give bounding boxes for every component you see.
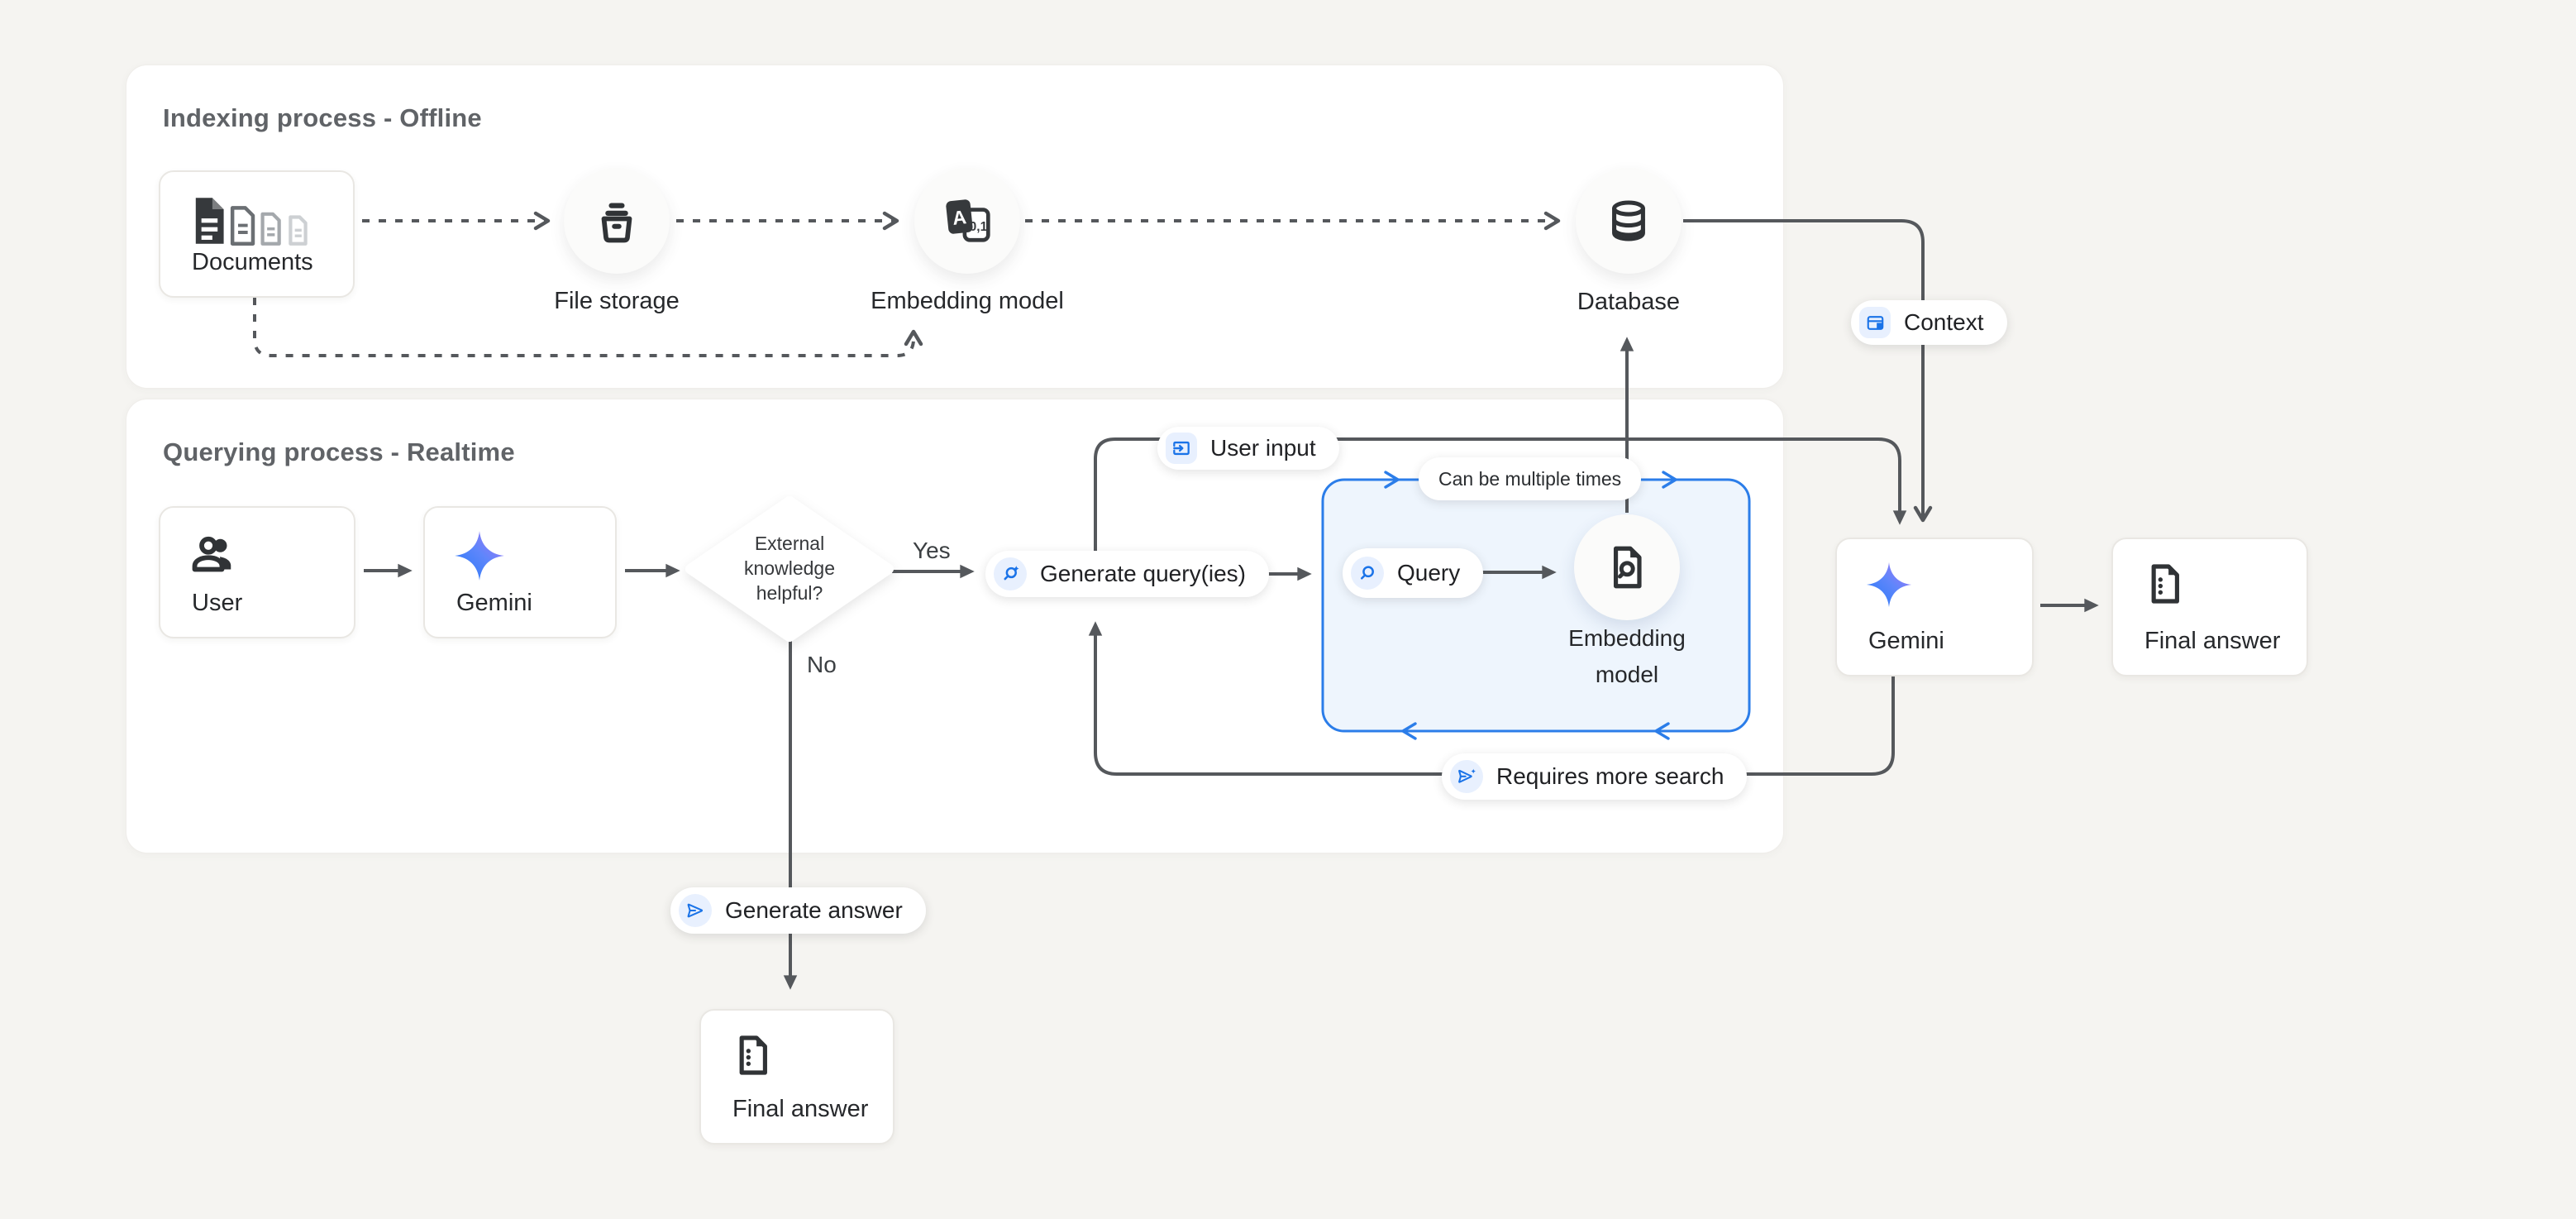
generate-queries-pill: Generate query(ies) bbox=[985, 551, 1270, 597]
gemini-star-icon bbox=[455, 531, 504, 581]
context-article-icon bbox=[1859, 307, 1891, 338]
documents-node: Documents bbox=[159, 170, 355, 298]
loop-note-pill: Can be multiple times bbox=[1419, 457, 1642, 500]
database-label: Database bbox=[1577, 289, 1681, 315]
gemini-node-answer: Gemini bbox=[1835, 538, 2034, 676]
gemini-node: Gemini bbox=[423, 506, 617, 638]
query-embedding-label: Embedding model bbox=[1568, 625, 1686, 687]
user-input-pill: User input bbox=[1157, 427, 1339, 470]
final-answer-node-right: Final answer bbox=[2111, 538, 2308, 676]
document-search-icon bbox=[1613, 546, 1642, 589]
user-label: User bbox=[192, 590, 243, 616]
documents-icon bbox=[195, 198, 308, 246]
documents-label: Documents bbox=[192, 249, 313, 275]
context-pill: Context bbox=[1851, 300, 2007, 345]
decision-text: External knowledge helpful? bbox=[744, 533, 835, 604]
file-storage-node bbox=[564, 168, 670, 274]
generate-answer-label: Generate answer bbox=[725, 897, 903, 923]
loop-note-label: Can be multiple times bbox=[1438, 467, 1622, 490]
final-answer-node-bottom: Final answer bbox=[699, 1009, 894, 1145]
embedding-translate-icon: 0,1 A bbox=[946, 199, 990, 242]
requires-more-search-pill: Requires more search bbox=[1442, 753, 1748, 800]
querying-panel-title: Querying process - Realtime bbox=[163, 437, 515, 466]
send-sparkle-icon bbox=[1450, 760, 1483, 793]
context-label: Context bbox=[1904, 309, 1984, 335]
indexing-panel-title: Indexing process - Offline bbox=[163, 103, 482, 132]
requires-more-search-label: Requires more search bbox=[1496, 763, 1724, 789]
input-icon bbox=[1166, 433, 1197, 464]
summarize-document-icon bbox=[2151, 564, 2179, 604]
svg-text:A: A bbox=[952, 206, 968, 229]
no-label: No bbox=[807, 652, 837, 677]
yes-label: Yes bbox=[913, 538, 951, 563]
final-answer-label-bottom: Final answer bbox=[732, 1096, 869, 1122]
user-node: User bbox=[159, 506, 355, 638]
generate-queries-label: Generate query(ies) bbox=[1040, 561, 1247, 586]
query-embedding-node bbox=[1574, 514, 1680, 620]
gemini-label: Gemini bbox=[456, 590, 532, 616]
generate-answer-pill: Generate answer bbox=[670, 887, 926, 934]
query-label: Query bbox=[1397, 560, 1461, 586]
database-node bbox=[1576, 168, 1682, 274]
file-storage-label: File storage bbox=[554, 288, 680, 314]
users-icon bbox=[192, 536, 231, 572]
gemini-answer-label: Gemini bbox=[1868, 628, 1944, 654]
summarize-document-icon bbox=[739, 1035, 767, 1075]
svg-text:0,1: 0,1 bbox=[970, 220, 988, 234]
send-icon bbox=[679, 894, 712, 927]
gemini-star-icon bbox=[1866, 562, 1912, 608]
storage-bucket-icon bbox=[601, 203, 632, 243]
search-icon bbox=[1351, 557, 1384, 590]
embedding-model-node: 0,1 A bbox=[914, 168, 1020, 274]
search-sparkle-icon bbox=[994, 557, 1027, 590]
final-answer-label-right: Final answer bbox=[2144, 628, 2281, 654]
user-input-label: User input bbox=[1210, 435, 1316, 461]
query-pill: Query bbox=[1343, 548, 1484, 598]
embedding-model-label: Embedding model bbox=[871, 288, 1064, 314]
database-icon bbox=[1612, 200, 1645, 241]
